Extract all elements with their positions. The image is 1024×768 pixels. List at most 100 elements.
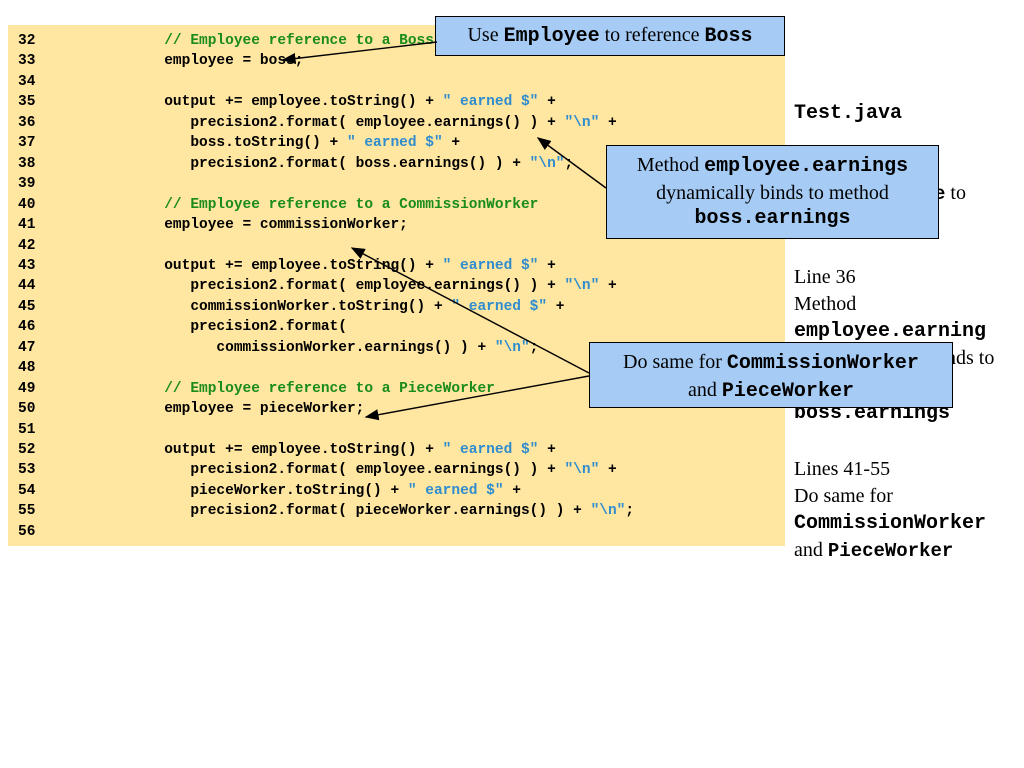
code-line: 35 output += employee.toString() + " ear… xyxy=(8,92,785,112)
code-token: employee = commissionWorker; xyxy=(112,217,408,234)
code-text: employee = commissionWorker; xyxy=(112,215,408,235)
code-comment: // Employee reference to a CommissionWor… xyxy=(164,196,539,213)
code-line: 45 commissionWorker.toString() + " earne… xyxy=(8,297,785,317)
code-token: + xyxy=(599,114,617,131)
code-line: 37 boss.toString() + " earned $" + xyxy=(8,133,785,153)
code-line: 55 precision2.format( pieceWorker.earnin… xyxy=(8,501,785,521)
code-token: output += employee.toString() + xyxy=(112,442,443,458)
line-number: 55 xyxy=(18,503,36,520)
arrow-to-piece-worker xyxy=(364,375,590,421)
code-text: precision2.format( employee.earnings() )… xyxy=(112,276,616,296)
code-token: output += employee.toString() + xyxy=(112,257,443,274)
line-number: 38 xyxy=(18,155,36,172)
code-string: "\n" xyxy=(564,114,600,131)
code-string: "\n" xyxy=(494,339,530,356)
code-line: 34 xyxy=(8,72,785,92)
code-text: precision2.format( pieceWorker.earnings(… xyxy=(112,501,634,521)
code-string: "\n" xyxy=(564,462,600,479)
line-number: 47 xyxy=(18,339,36,356)
line-number: 34 xyxy=(18,73,36,90)
line-number: 32 xyxy=(18,33,36,49)
code-line: 38 precision2.format( boss.earnings() ) … xyxy=(8,154,785,174)
line-number: 54 xyxy=(18,482,36,499)
code-text: output += employee.toString() + " earned… xyxy=(112,256,556,276)
line-number: 48 xyxy=(18,360,36,377)
code-token: + xyxy=(538,442,556,458)
code-text: // Employee reference to a CommissionWor… xyxy=(112,195,538,215)
code-text: output += employee.toString() + " earned… xyxy=(112,92,556,112)
line-number: 52 xyxy=(18,442,36,458)
code-line: 56 xyxy=(8,522,785,542)
arrow-to-employee-boss xyxy=(281,41,438,65)
line-number: 51 xyxy=(18,421,36,438)
code-token: + xyxy=(503,482,521,499)
line-number: 37 xyxy=(18,135,36,152)
code-string: " earned $" xyxy=(442,94,539,111)
code-token: precision2.format( xyxy=(112,319,347,336)
code-text: precision2.format( boss.earnings() ) + "… xyxy=(112,154,573,174)
sidebar-filename: Test.java xyxy=(794,102,903,125)
sidebar-partial-word: e to xyxy=(934,182,966,205)
code-line: 36 precision2.format( employee.earnings(… xyxy=(8,113,785,133)
code-token: ; xyxy=(529,339,539,356)
sidebar-line-36: Line 36 xyxy=(794,266,856,288)
code-text: precision2.format( employee.earnings() )… xyxy=(112,113,617,133)
code-line: 46 precision2.format( xyxy=(8,317,785,337)
code-line: 40 // Employee reference to a Commission… xyxy=(8,195,785,215)
code-token: precision2.format( employee.earnings() )… xyxy=(112,462,565,479)
code-line: 48 xyxy=(8,358,785,378)
code-token: pieceWorker.toString() + xyxy=(112,482,408,499)
callout-dynamic-binding: Method employee.earnings dynamically bin… xyxy=(606,145,939,239)
code-text: pieceWorker.toString() + " earned $" + xyxy=(112,481,521,501)
code-line: 53 precision2.format( employee.earnings(… xyxy=(8,460,785,480)
code-token: commissionWorker.toString() + xyxy=(112,298,452,315)
code-string: " earned $" xyxy=(346,135,443,152)
line-number: 35 xyxy=(18,94,36,111)
callout-do-same: Do same for CommissionWorker and PieceWo… xyxy=(589,342,953,408)
code-string: "\n" xyxy=(529,155,565,172)
code-string: " earned $" xyxy=(442,257,539,274)
line-number: 44 xyxy=(18,278,36,295)
line-number: 56 xyxy=(18,523,36,540)
arrow-to-commission-worker xyxy=(350,247,590,374)
code-token: + xyxy=(538,257,556,274)
code-line: 39 xyxy=(8,174,785,194)
code-line: 33 employee = boss; xyxy=(8,51,785,71)
code-text: precision2.format( employee.earnings() )… xyxy=(112,460,617,480)
code-string: "\n" xyxy=(590,503,626,520)
line-number: 39 xyxy=(18,176,36,193)
line-number: 49 xyxy=(18,380,36,397)
code-token: employee = pieceWorker; xyxy=(112,401,365,418)
code-token: + xyxy=(547,298,565,315)
sidebar-employee-earnings: employee.earning xyxy=(794,320,987,343)
code-string: "\n" xyxy=(564,278,600,295)
code-line: 44 precision2.format( employee.earnings(… xyxy=(8,276,785,296)
code-token: precision2.format( boss.earnings() ) + xyxy=(112,155,530,172)
code-text: // Employee reference to a PieceWorker xyxy=(112,379,495,399)
code-token: output += employee.toString() + xyxy=(112,94,443,111)
code-text: precision2.format( xyxy=(112,317,347,337)
code-line: 50 employee = pieceWorker; xyxy=(8,399,785,419)
code-token: + xyxy=(599,462,617,479)
line-number: 40 xyxy=(18,196,36,213)
line-number: 42 xyxy=(18,237,36,254)
line-number: 41 xyxy=(18,217,36,234)
code-text: commissionWorker.earnings() ) + "\n"; xyxy=(112,338,538,358)
code-token: ; xyxy=(625,503,635,520)
code-text: boss.toString() + " earned $" + xyxy=(112,133,460,153)
sidebar-binds-tail: nds to xyxy=(946,347,995,369)
line-number: 43 xyxy=(18,257,36,274)
code-line: 43 output += employee.toString() + " ear… xyxy=(8,256,785,276)
sidebar-lines-range: Lines 41-55 xyxy=(794,458,891,480)
arrow-to-employee-earnings xyxy=(536,137,607,189)
sidebar-and-piece: and PieceWorker xyxy=(794,539,954,562)
code-token: precision2.format( employee.earnings() )… xyxy=(112,278,565,295)
code-token: commissionWorker.earnings() ) + xyxy=(112,339,495,356)
code-line: 49 // Employee reference to a PieceWorke… xyxy=(8,379,785,399)
line-number: 53 xyxy=(18,462,36,479)
code-line: 52 output += employee.toString() + " ear… xyxy=(8,440,785,460)
code-line: 54 pieceWorker.toString() + " earned $" … xyxy=(8,481,785,501)
line-number: 50 xyxy=(18,401,36,418)
line-number: 36 xyxy=(18,114,36,131)
